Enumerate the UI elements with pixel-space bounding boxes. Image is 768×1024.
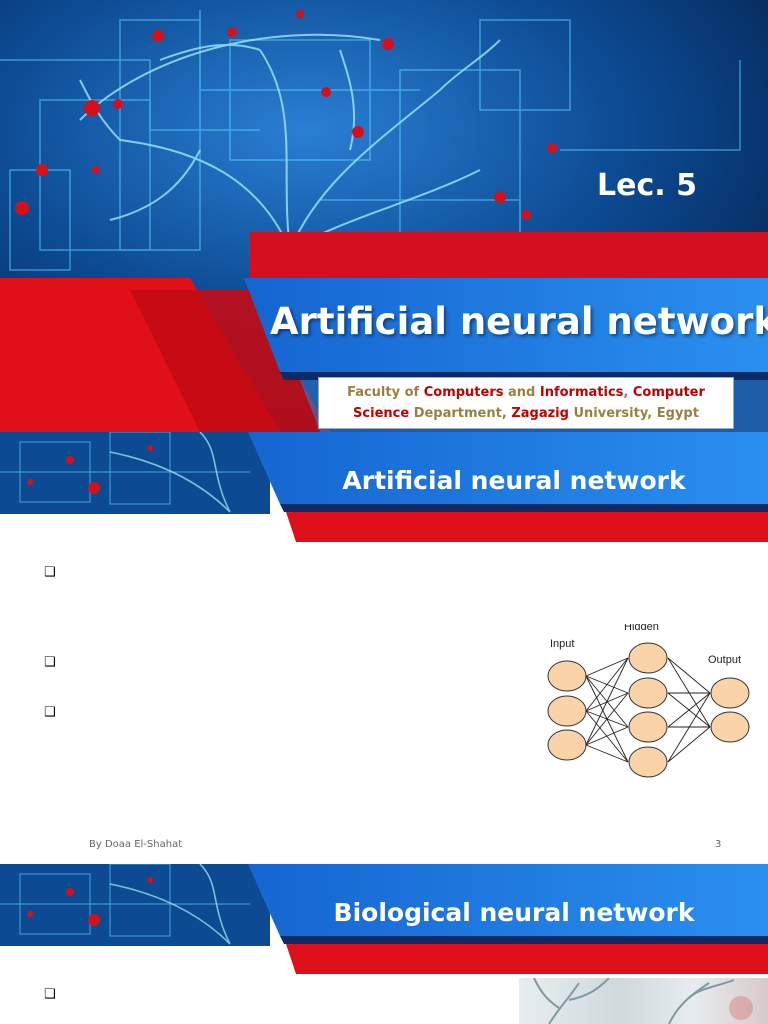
hidden-neuron <box>628 711 668 743</box>
faculty-text-5: , <box>623 385 633 400</box>
slide-header-banner <box>0 432 768 542</box>
output-layer-label: Output <box>708 654 741 666</box>
faculty-text-1: Faculty of <box>347 385 424 400</box>
faculty-text-2: Computers <box>423 385 504 400</box>
input-neuron <box>547 729 587 761</box>
slide-separator <box>0 858 768 864</box>
bullet-2: ❑ <box>44 655 56 670</box>
faculty-text-7: Science <box>353 406 410 421</box>
biological-neuron-image <box>519 978 768 1024</box>
slide-title: Biological neural network <box>333 898 695 927</box>
bullet-3: ❑ <box>44 705 56 720</box>
faculty-text-9: Zagazig <box>511 406 569 421</box>
hidden-neuron <box>628 677 668 709</box>
input-hidden-connections <box>585 657 629 763</box>
hidden-neuron <box>628 746 668 778</box>
output-neuron <box>710 677 750 709</box>
neuron-illustration <box>533 978 753 1024</box>
title-slide: Lec. 5 Artificial neural network Faculty… <box>0 0 768 432</box>
bullet-1: ❑ <box>44 565 56 580</box>
output-neuron <box>710 711 750 743</box>
lecture-number: Lec. 5 <box>597 168 697 203</box>
faculty-box: Faculty of Computers and Informatics, Co… <box>318 377 734 429</box>
faculty-text-6: Computer <box>632 385 705 400</box>
input-layer-label: Input <box>550 638 574 650</box>
brain-circuit-background <box>0 0 768 432</box>
slide-title: Artificial neural network <box>342 466 686 495</box>
hidden-neuron <box>628 642 668 674</box>
presentation-title: Artificial neural network <box>270 300 768 343</box>
slide-biological-neural-network: Biological neural network ❑ <box>0 864 768 1024</box>
input-neuron <box>547 660 587 692</box>
page-number: 3 <box>715 839 722 850</box>
slide-artificial-neural-network: Artificial neural network ❑ ❑ ❑ <box>0 432 768 858</box>
neural-network-diagram: Input Hidden Output <box>547 624 750 778</box>
faculty-text-10: University, Egypt <box>568 406 699 421</box>
footer-author: By Doaa El-Shahat <box>89 839 183 850</box>
hidden-layer-label: Hidden <box>624 624 659 633</box>
hidden-output-connections <box>667 657 711 763</box>
faculty-text-8: Department, <box>409 406 512 421</box>
faculty-text-4: Informatics <box>539 385 624 400</box>
slide-header-banner <box>0 864 768 974</box>
input-neuron <box>547 695 587 727</box>
faculty-text-3: and <box>503 385 540 400</box>
bullet-1: ❑ <box>44 987 56 1002</box>
